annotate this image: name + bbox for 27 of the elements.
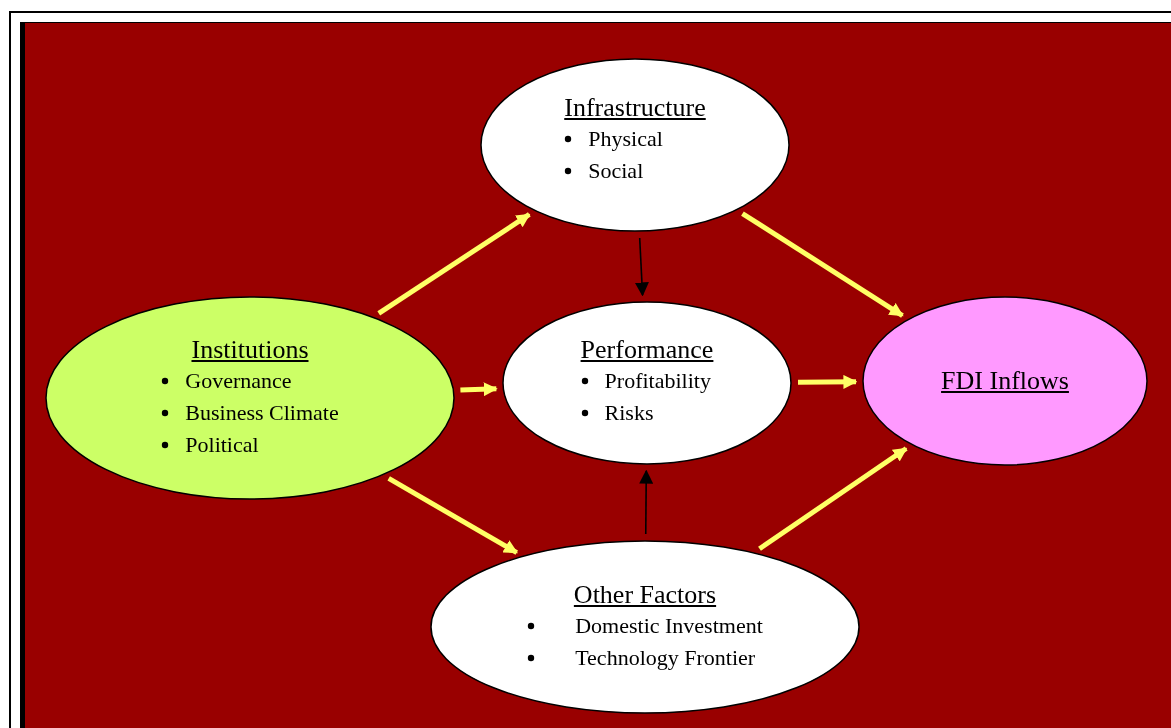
bullet-item: Physical (588, 126, 663, 152)
arrow (758, 446, 908, 551)
bullet-item: Social (588, 158, 644, 184)
arrow (634, 237, 649, 297)
node-heading: FDI Inflows (941, 366, 1069, 396)
arrow (460, 382, 498, 397)
ellipse-node (862, 296, 1148, 466)
arrow (741, 211, 904, 318)
bullet-item: Governance (185, 368, 292, 394)
ellipse-node (502, 301, 792, 465)
bullet-item: Business Climate (185, 400, 339, 426)
ellipse-node (430, 540, 860, 714)
bullet-item: Technology Frontier (575, 645, 756, 671)
ellipse-node (45, 296, 455, 500)
ellipse-node (480, 58, 790, 232)
node-heading: Other Factors (573, 580, 717, 610)
bullet-item: Political (185, 432, 259, 458)
arrow (377, 212, 531, 316)
arrow (639, 469, 654, 535)
arrow (797, 374, 858, 389)
node-heading: Institutions (191, 335, 309, 365)
bullet-item: Profitability (604, 367, 711, 394)
bullet-item: Risks (604, 399, 654, 426)
node-heading: Performance (580, 334, 714, 365)
node-heading: Infrastructure (564, 93, 706, 123)
arrow (387, 476, 518, 555)
bullet-item: Domestic Investment (575, 613, 763, 639)
